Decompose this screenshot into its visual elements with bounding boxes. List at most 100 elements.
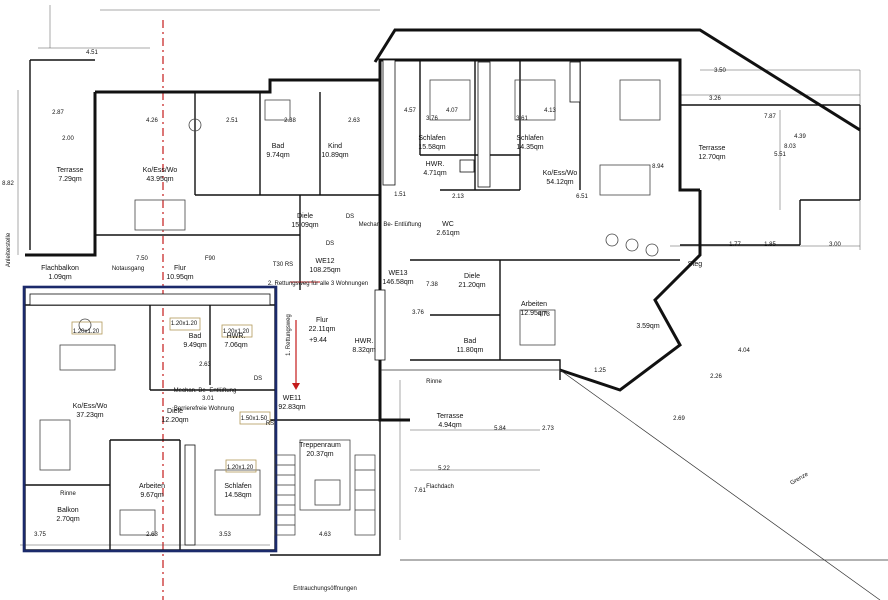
room-area-diele-wohn: 12.20qm [161,417,188,424]
room-name-bad-top: Bad [272,143,285,150]
dim-label-13: 3.50 [714,68,726,74]
room-area-koesswo-left: 43.95qm [146,176,173,183]
room-name-koesswo-wohn: Ko/Ess/Wo [73,403,108,410]
label-notausgang: Notausgang [112,266,144,272]
dim-label-5: 2.51 [226,118,238,124]
unit-area-we12: 108.25qm [309,267,340,274]
dim-label-16: 8.03 [784,144,796,150]
unit-area-we11: 92.83qm [278,404,305,411]
room-area-bad-top: 9.74qm [266,152,290,159]
dim-label-37: 2.63 [146,532,158,538]
window-strips [29,59,581,546]
label-window-1: 1.20x1.20 [73,329,100,335]
dim-label-26: 1.51 [394,192,406,198]
room-area-balkon: 2.70qm [56,516,80,523]
room-labels: Terrasse7.29qmKo/Ess/Wo43.95qmBad9.74qmK… [41,135,726,523]
dim-label-18: 5.51 [774,152,786,158]
flat-roof-edge [380,369,881,600]
room-name-diele-wohn: Diele [167,408,183,415]
dim-label-36: 3.53 [219,532,231,538]
dim-label-11: 3.61 [516,116,528,122]
label-barrierefrei: Barrierefreie Wohnung [174,406,234,412]
room-area-koesswo-right: 54.12qm [546,179,573,186]
room-name-flachbalkon: Flachbalkon [41,265,79,272]
label-flachdach: Flachdach [426,484,454,490]
room-name-terrasse-right: Terrasse [699,145,726,152]
room-name-flur-mid: Flur [316,317,329,324]
window-marker-3 [221,324,253,338]
dim-label-34: 5.22 [438,466,450,472]
unit-name-we12: WE12 [315,258,334,265]
dim-label-17: 4.39 [794,134,806,140]
dim-label-31: 3.76 [412,310,424,316]
dimension-lines [17,5,861,546]
dim-label-33: 5.84 [494,426,506,432]
label-t30rs: T30 RS [273,262,293,268]
room-area-schlafen-1: 15.58qm [418,144,445,151]
room-name-treppenraum: Treppenraum [299,442,341,449]
room-area-treppenraum: 20.37qm [306,451,333,458]
room-name-terrasse-left: Terrasse [57,167,84,174]
label-window-2: 1.20x1.20 [171,321,198,327]
room-name-schlafen-1: Schlafen [418,135,445,142]
window-marker-5 [225,459,257,473]
dim-label-23: 3.00 [829,242,841,248]
label-ds-3: DS [346,214,354,220]
label-window-4: 1.50x1.50 [241,416,268,422]
room-area-flachbalkon: 1.09qm [48,274,72,281]
room-name-bad-right: Bad [464,338,477,345]
label-window-3: 1.20x1.20 [223,329,250,335]
label-anlieferstelle: Anleiterstelle [6,232,12,267]
dim-label-1: 2.87 [52,110,64,116]
room-area-schlafen-2: 14.35qm [516,144,543,151]
room-area-schlafen-wohn: 14.58qm [224,492,251,499]
room-area-wc: 2.61qm [436,230,460,237]
window-marker-2 [169,317,201,331]
room-area-terrasse-left: 7.29qm [58,176,82,183]
window-marker-4 [239,411,271,425]
dim-label-28: 2.63 [199,362,211,368]
room-area-arbeiten-wohn: 9.67qm [140,492,164,499]
label-ds-2: DS [254,376,262,382]
dim-label-14: 3.26 [709,96,721,102]
dim-label-12: 4.13 [544,108,556,114]
room-name-hwr-wohn: HWR. [227,333,246,340]
dim-label-4: 4.26 [146,118,158,124]
room-name-bad-wohn: Bad [189,333,202,340]
dim-label-8: 4.57 [404,108,416,114]
furniture [39,79,661,536]
dim-label-30: 7.38 [426,282,438,288]
dim-label-39: 3.75 [34,532,46,538]
dim-label-38: 4.63 [319,532,331,538]
room-name-koesswo-left: Ko/Ess/Wo [143,167,178,174]
escape-arrowhead [292,383,300,390]
room-area-hwr-top: 4.71qm [423,170,447,177]
dim-label-3: 8.82 [2,181,14,187]
dim-label-35: 7.61 [414,488,426,494]
dim-label-42: 2.69 [673,416,685,422]
dim-label-19: 6.51 [576,194,588,200]
dim-label-27: 3.01 [202,396,214,402]
dim-label-24: 7.50 [136,256,148,262]
dim-label-22: 1.85 [764,242,776,248]
label-rettungsweg1: 1. Rettungsweg [286,314,292,356]
label-window-5: 1.20x1.20 [227,465,254,471]
dim-label-25: 2.13 [452,194,464,200]
dim-label-0: 4.51 [86,50,98,56]
label-mechan: Mechan. Be- Entlüftung [174,388,237,394]
dim-label-15: 7.87 [764,114,776,120]
room-name-wc: WC [442,221,454,228]
dim-label-32: 2.73 [542,426,554,432]
misc-labels: StegFlachdachGrenzeNotausgangEntrauchung… [6,214,810,592]
room-name-schlafen-2: Schlafen [516,135,543,142]
room-area-bad-wohn: 9.49qm [183,342,207,349]
label-f90: F90 [205,256,216,262]
room-name-diele-right: Diele [464,273,480,280]
room-area-arbeiten-right: 12.95qm [520,310,547,317]
staircase [274,454,376,536]
room-area-diele-top: 15.09qm [291,222,318,229]
dim-label-29: 4.73 [538,312,550,318]
